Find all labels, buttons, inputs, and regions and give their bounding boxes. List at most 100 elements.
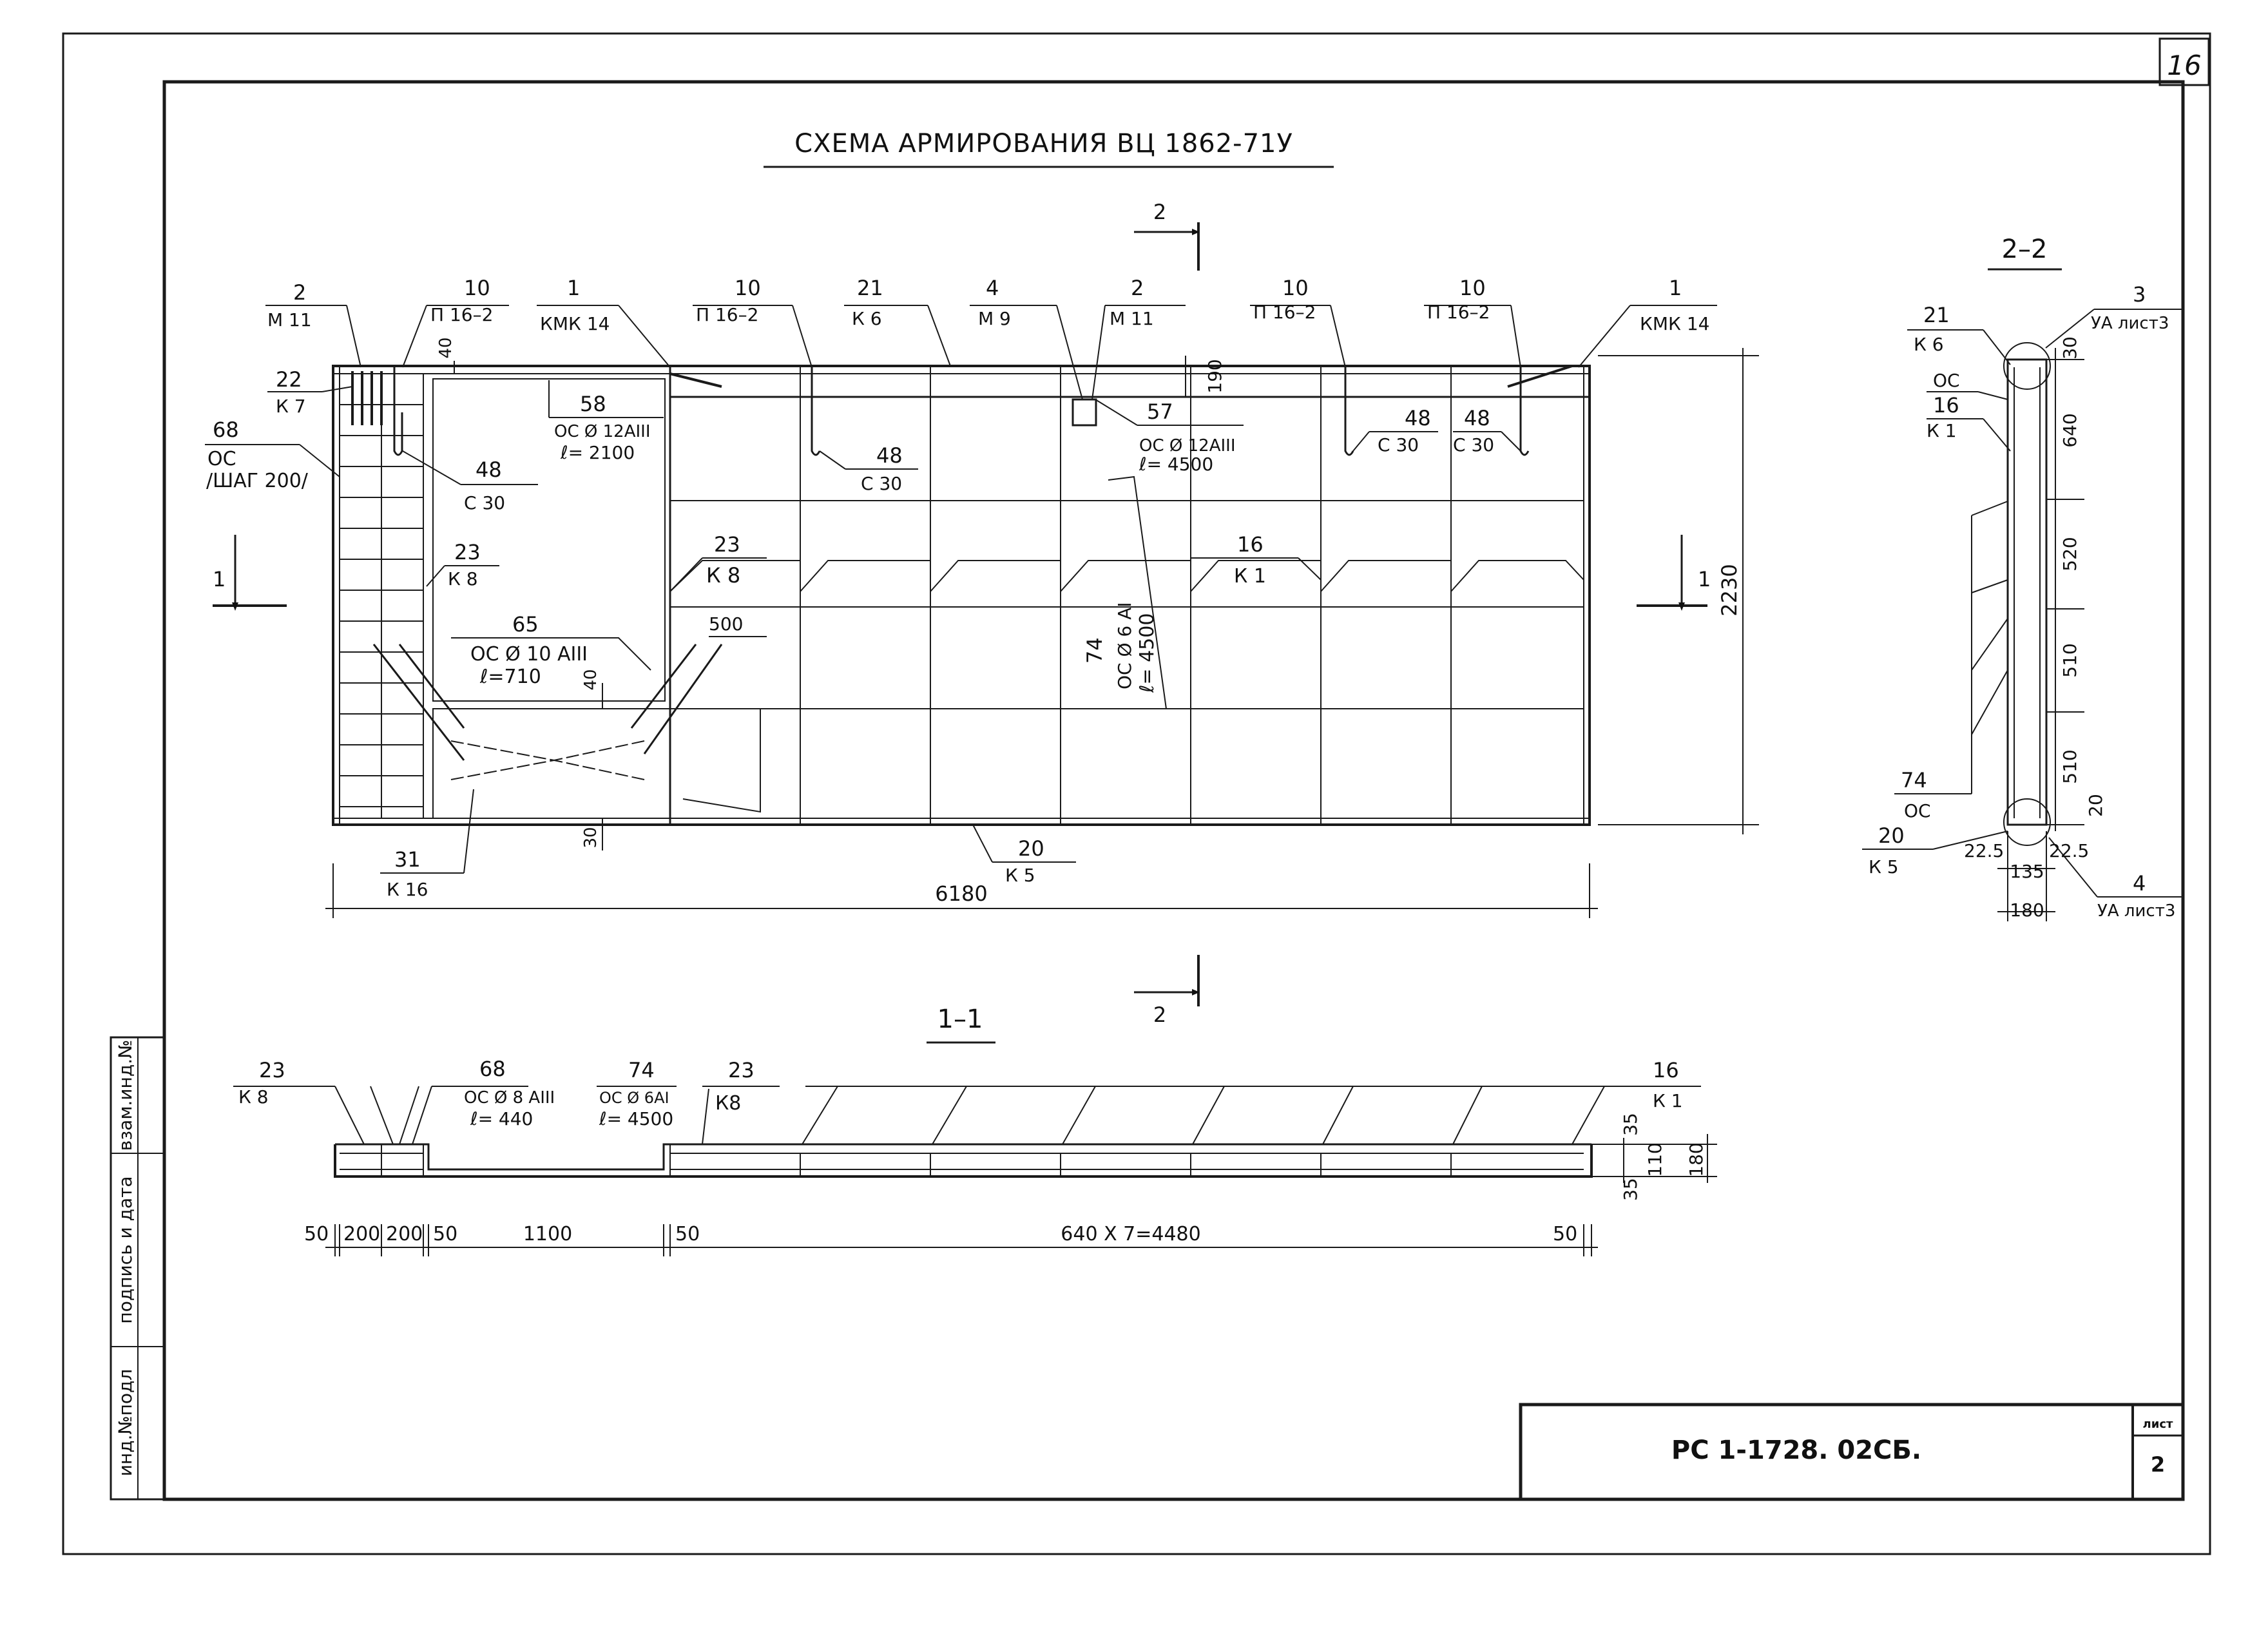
s11-callout-2-extra: ℓ= 4500 [599,1108,673,1129]
stamp-signature: подпись и дата [115,1176,136,1323]
s22-dim-30: 30 [2059,336,2081,360]
s11-dim-35-top: 35 [1620,1113,1641,1136]
cut-plane-2-top: 2 [1134,200,1200,271]
s11-dim-200a: 200 [343,1223,380,1245]
callout-18-top: 48 [1405,406,1431,430]
s22-callout-3-top: 16 [1933,393,1959,418]
callout-3-bottom: П 16–2 [696,304,758,325]
callout-17-extra: ℓ= 4500 [1139,454,1213,475]
callout-21-bottom: ОС Ø 10 АIII [470,643,588,666]
s22-dim-180: 180 [2010,899,2044,921]
s11-callout-2-bottom: ОС Ø 6АI [599,1089,669,1107]
section-1-1: 1–1 23 К 8 68 ОС Ø 8 АIII ℓ= [233,1004,1717,1256]
s11-callout-2-top: 74 [628,1058,655,1082]
section-1-1-title: 1–1 [937,1004,983,1034]
callout-17-bottom: ОС Ø 12АIII [1139,436,1236,456]
dim-40-top: 40 [436,337,456,358]
dim-2230: 2230 [1717,564,1742,616]
cut-plane-1-right: 1 [1637,535,1711,611]
s11-callout-0-top: 23 [259,1058,285,1082]
callout-12-bottom: С 30 [464,492,505,514]
callout-9-bottom: КМК 14 [1640,313,1709,334]
callout-0-bottom: М 11 [267,309,312,331]
callout-15-top: 48 [876,443,903,468]
s11-callout-1-bottom: ОС Ø 8 АIII [464,1088,555,1108]
callout-21-extra: ℓ=710 [479,666,541,688]
sheet-number: 2 [2151,1452,2165,1477]
callout-3-top: 10 [735,276,761,300]
s11-callout-1-extra: ℓ= 440 [470,1108,533,1129]
stamp-replacement: взам.инд.№ [115,1040,136,1151]
callout-2-top: 1 [567,276,580,300]
s11-callout-0-bottom: К 8 [238,1086,269,1108]
callout-6-bottom: М 11 [1110,308,1154,329]
section-2-2-title: 2–2 [2002,235,2048,264]
dim-6180: 6180 [935,881,987,906]
callout-0-top: 2 [293,280,306,305]
callout-8-top: 10 [1459,276,1486,300]
cut-plane-1-left: 1 [213,535,287,611]
s11-dim-50a: 50 [304,1223,329,1245]
s11-dim-35-bottom: 35 [1620,1178,1641,1201]
main-callouts: 2 М 11 10 П 16–2 1 КМК 14 10 П 16–2 21 К… [205,276,1717,900]
callout-23-bottom: К 16 [387,879,428,900]
s22-callout-1-top: 21 [1923,303,1950,327]
s22-dim-510b: 510 [2059,749,2081,783]
s22-dim-640: 640 [2059,413,2081,447]
dimension-lines [325,348,1759,918]
side-stamp: инд.№подл подпись и дата взам.инд.№ [110,1036,166,1501]
dim-30-bottom: 30 [581,827,601,848]
callout-16-top: 23 [714,532,740,557]
s11-callout-3-top: 23 [728,1058,755,1082]
s22-callout-6-top: 4 [2133,871,2146,896]
callout-13-top: 23 [454,540,481,564]
s22-dim-510a: 510 [2059,643,2081,677]
callout-10-top: 22 [276,367,302,392]
s22-dim-22-5-left: 22.5 [1964,840,2004,861]
callout-7-bottom: П 16–2 [1253,302,1316,323]
callout-11-extra: /ШАГ 200/ [206,470,309,492]
callout-19-top: 48 [1464,406,1490,430]
s22-callout-4-top: 74 [1901,768,1927,792]
main-elevation: 1 1 2 2 [213,200,1759,1027]
s22-dim-20: 20 [2085,794,2106,817]
s11-callout-3-bottom: К8 [715,1092,741,1115]
callout-7-top: 10 [1282,276,1309,300]
s22-callout-0-bottom: УА лист3 [2091,314,2169,333]
section-2-2: 2–2 3 УА лист3 21 К 6 ОС [1862,235,2183,921]
dim-40-mid: 40 [581,669,601,690]
callout-22-top: 74 [1082,637,1107,664]
dim-500: 500 [709,613,743,635]
callout-2-bottom: КМК 14 [540,313,610,334]
callout-14-extra: ℓ= 2100 [560,442,635,463]
s22-callout-5-top: 20 [1878,823,1905,848]
stamp-inventory: инд.№подл [115,1369,136,1477]
corner-number: 16 [2167,50,2201,81]
callout-5-bottom: М 9 [978,308,1011,329]
callout-24-bottom: К 5 [1005,865,1035,886]
s11-dim-50c: 50 [675,1223,700,1245]
s22-callout-0-top: 3 [2133,282,2146,307]
s22-callout-5-bottom: К 5 [1869,856,1899,878]
sheet-label: лист [2143,1417,2173,1431]
callout-12-top: 48 [476,457,502,482]
callout-11-bottom: ОС [207,448,236,470]
cut-plane-2-bottom: 2 [1134,955,1200,1027]
callout-14-bottom: ОС Ø 12АIII [554,422,651,441]
dim-190: 190 [1204,359,1226,393]
callout-5-top: 4 [986,276,999,300]
callout-4-bottom: К 6 [852,308,882,329]
cut-label-1-left: 1 [213,567,226,591]
s11-dim-110: 110 [1644,1142,1666,1177]
callout-14-top: 58 [580,392,606,416]
s22-dim-22-5-right: 22.5 [2049,840,2089,861]
cut-label-2-bottom: 2 [1153,1003,1166,1027]
s11-callout-4-top: 16 [1653,1058,1679,1082]
s11-callout-4-bottom: К 1 [1653,1090,1683,1111]
s22-callout-4-bottom: ОС [1904,800,1931,821]
s11-dim-50d: 50 [1553,1223,1577,1245]
callout-19-bottom: С 30 [1453,434,1494,456]
s22-callout-6-bottom: УА лист3 [2097,901,2175,921]
s22-callout-3-bottom: К 1 [1927,420,1957,441]
